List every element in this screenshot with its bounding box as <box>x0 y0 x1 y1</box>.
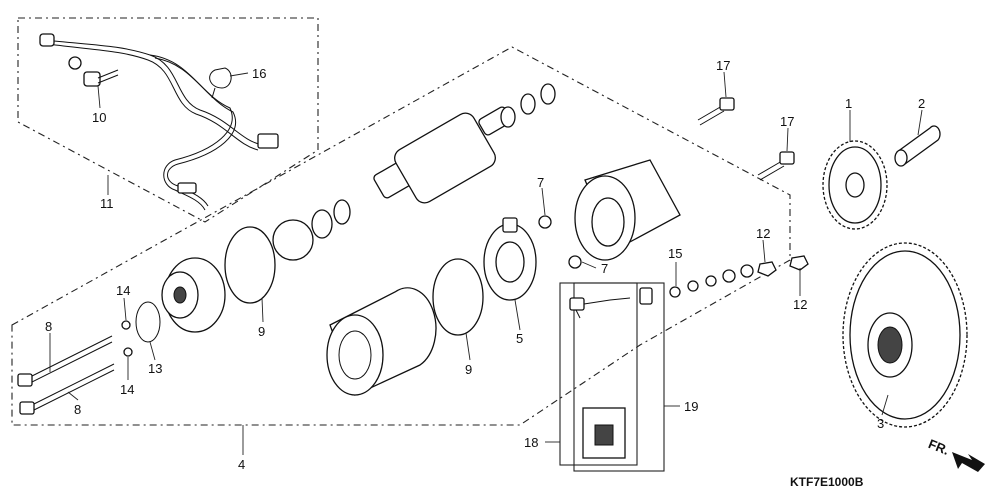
callout-4: 4 <box>238 457 245 472</box>
washer-14a <box>121 320 131 330</box>
callout-8a: 8 <box>45 319 52 334</box>
rear-cover <box>574 159 681 261</box>
screw-7b <box>568 255 582 269</box>
label-plate <box>582 407 626 459</box>
washer-15 <box>669 286 681 298</box>
diagram-code: KTF7E1000B <box>790 475 864 489</box>
callout-19: 19 <box>684 399 698 414</box>
callout-16: 16 <box>252 66 266 81</box>
bolt-10 <box>83 69 119 87</box>
screw-7a <box>538 215 552 229</box>
nut-12a <box>757 261 777 277</box>
callout-15: 15 <box>668 246 682 261</box>
callout-9b: 9 <box>465 362 472 377</box>
terminal-kit-box <box>573 282 665 472</box>
callout-13: 13 <box>148 361 162 376</box>
armature <box>373 106 512 204</box>
callout-1: 1 <box>845 96 852 111</box>
callout-7a: 7 <box>537 175 544 190</box>
bolt-17a <box>697 97 735 126</box>
starter-motor-group-box <box>11 46 791 426</box>
nut-12b <box>789 255 809 271</box>
callout-17a: 17 <box>716 58 730 73</box>
callout-14a: 14 <box>116 283 130 298</box>
fr-label: FR. <box>926 436 951 458</box>
oring-13 <box>135 301 161 343</box>
callout-12b: 12 <box>793 297 807 312</box>
callout-10: 10 <box>92 110 106 125</box>
bolt-8a <box>17 335 113 387</box>
callout-18: 18 <box>524 435 538 450</box>
starter-gear-1 <box>822 140 888 230</box>
pin-2 <box>894 125 941 167</box>
callout-8b: 8 <box>74 402 81 417</box>
front-cover <box>161 257 226 333</box>
brush-holder <box>483 217 537 301</box>
front-direction-arrow: FR. <box>926 436 985 472</box>
callout-9a: 9 <box>258 324 265 339</box>
callout-2: 2 <box>918 96 925 111</box>
thrust-plate <box>272 219 314 261</box>
callout-3: 3 <box>877 416 884 431</box>
callout-12a: 12 <box>756 226 770 241</box>
motor-yoke <box>326 287 437 396</box>
callout-7b: 7 <box>601 261 608 276</box>
bolt-17b <box>757 151 795 181</box>
callout-14b: 14 <box>120 382 134 397</box>
bolt-8b <box>19 363 115 415</box>
callout-17b: 17 <box>780 114 794 129</box>
washer-14b <box>123 347 133 357</box>
wire-harness-group-box <box>17 17 319 223</box>
starter-gear-3 <box>842 242 968 428</box>
oring-9b <box>432 258 484 336</box>
brush-terminal <box>569 287 653 319</box>
wire-harness <box>39 33 279 211</box>
leader-lines <box>49 71 923 455</box>
oring-9a <box>224 226 276 304</box>
callout-5: 5 <box>516 331 523 346</box>
callout-11: 11 <box>100 196 114 211</box>
clamp-16 <box>209 67 232 99</box>
